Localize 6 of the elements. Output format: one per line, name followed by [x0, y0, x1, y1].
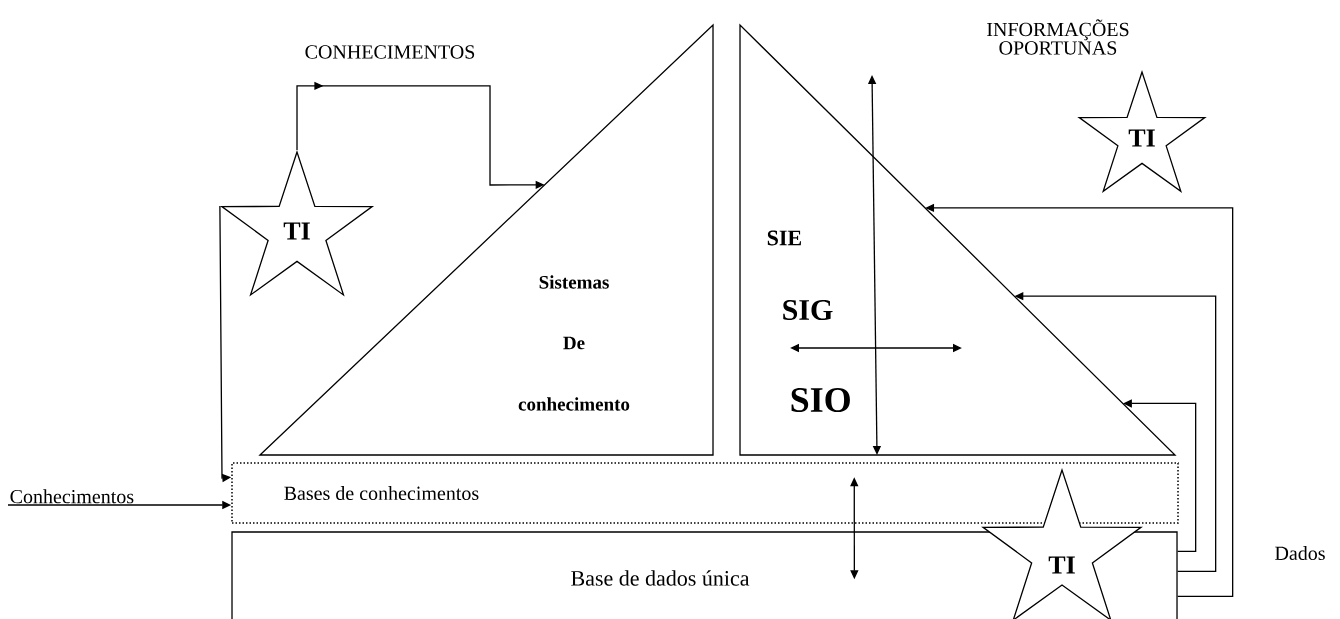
label: INFORMAÇÕES OPORTUNAS [987, 19, 1129, 55]
label: Dados [1275, 545, 1325, 561]
edge-label: CONHECIMENTOS [305, 45, 475, 59]
dotted-box: Bases de conhecimentos [231, 462, 1179, 524]
node-label: TI [1048, 556, 1075, 574]
underlined-text: Conhecimentos [10, 489, 134, 504]
